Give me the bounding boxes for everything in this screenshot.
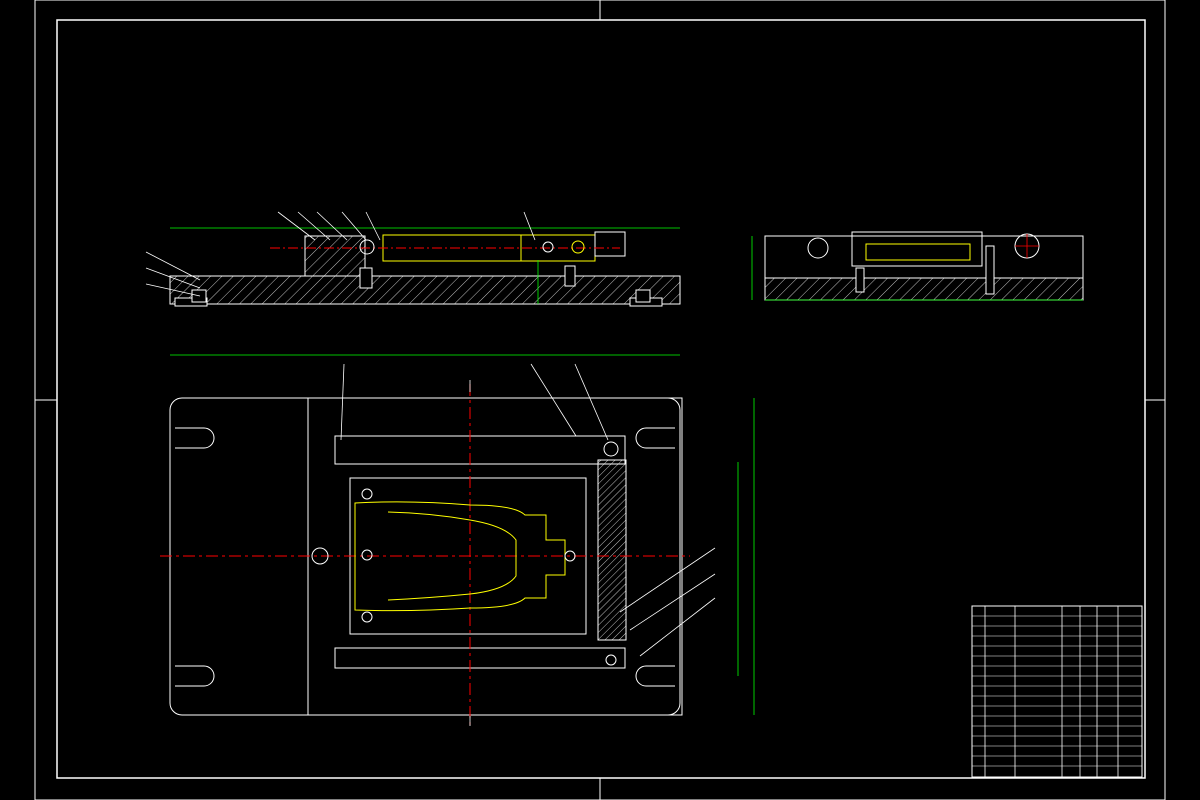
raised-block-section (304, 235, 366, 277)
screw-pocket-clamp (359, 267, 373, 289)
plan-leader-6 (639, 597, 716, 657)
plan-top-rail (334, 435, 626, 465)
inner-frame-border (56, 19, 1146, 779)
locating-pin-1 (361, 488, 373, 500)
corner-slot-top-left (175, 427, 215, 449)
leader-line-9 (145, 283, 201, 297)
section-b-base (764, 277, 1084, 301)
plan-leader-1 (340, 363, 345, 441)
clamp-pin-a (359, 239, 375, 255)
plan-bottom-rail (334, 647, 626, 669)
leader-line-8 (145, 267, 201, 289)
section-b-clamp (865, 243, 971, 261)
screw-pocket-cylinder (564, 265, 576, 287)
section-a-view (145, 211, 681, 307)
section-b-screw-slot-right (985, 245, 995, 295)
workpiece-fork-profile (354, 501, 566, 612)
leader-line-3 (316, 211, 348, 241)
workpiece-fork-inner (387, 511, 517, 601)
screw-pocket-right (635, 289, 651, 303)
leader-line-7 (145, 251, 201, 281)
pivot-pin-top (603, 441, 619, 457)
section-b-view (751, 231, 1084, 301)
plan-leader-2 (530, 363, 577, 437)
pivot-pin-bottom (605, 654, 617, 666)
section-b-screw-slot-left (855, 267, 865, 293)
pivot-hole-a (571, 240, 585, 254)
clamp-pin-b (542, 241, 554, 253)
cylinder-end-cap (594, 231, 626, 257)
corner-slot-top-right (635, 427, 675, 449)
title-block (971, 605, 1143, 778)
plan-right-side-wall (597, 459, 627, 641)
leader-line-1 (277, 211, 316, 241)
locating-pin-3 (361, 611, 373, 623)
left-end-recess (174, 297, 208, 307)
title-block-rows (972, 615, 1142, 767)
leader-line-5 (365, 211, 381, 241)
base-plate-section (169, 275, 681, 305)
leader-line-4 (341, 211, 367, 241)
plan-leader-4 (619, 547, 716, 613)
locating-pin-2 (361, 549, 373, 561)
leader-line-2 (297, 211, 331, 241)
clamp-bolt-left (311, 547, 329, 565)
section-b-hex-nut (807, 237, 829, 259)
section-b-block (851, 231, 983, 267)
section-b-top (764, 235, 1084, 279)
plan-view (160, 354, 755, 725)
plan-leader-3 (574, 363, 609, 441)
plan-leader-5 (629, 573, 716, 631)
title-block-outer (971, 605, 1143, 778)
corner-slot-bottom-right (635, 665, 675, 687)
locating-pin-4 (564, 550, 576, 562)
leader-line-6 (523, 211, 536, 241)
corner-slot-bottom-left (175, 665, 215, 687)
